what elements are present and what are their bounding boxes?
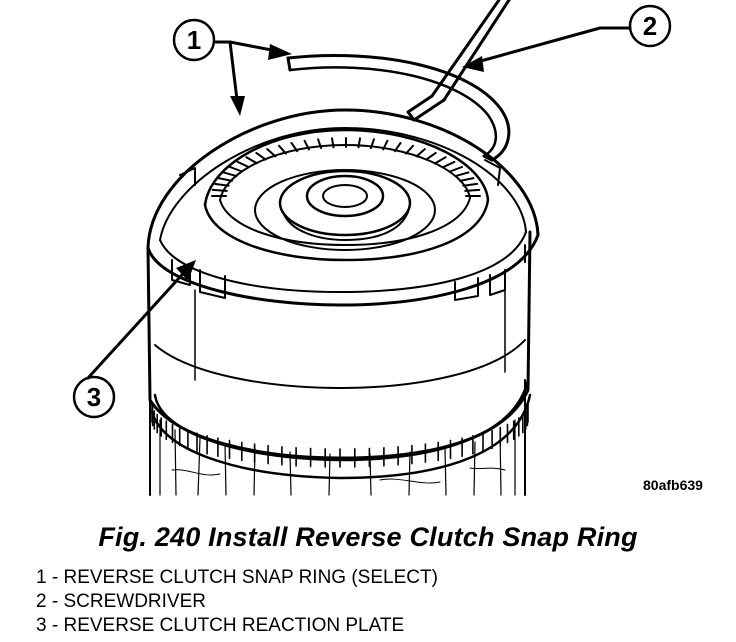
callout-2: 2	[628, 4, 672, 48]
clutch-drum	[146, 230, 532, 460]
svg-text:2: 2	[643, 11, 657, 41]
callout-3: 3	[72, 375, 116, 419]
center-hub	[254, 169, 436, 251]
svg-text:3: 3	[87, 382, 101, 412]
callout-1: 1	[172, 18, 216, 62]
figure-caption: Fig. 240 Install Reverse Clutch Snap Rin…	[98, 522, 638, 552]
spline-ring	[150, 378, 532, 480]
image-code: 80afb639	[643, 477, 703, 493]
legend-item-2: 2 - SCREWDRIVER	[36, 591, 206, 612]
svg-text:1: 1	[187, 25, 201, 55]
snap-ring	[286, 53, 511, 162]
legend-item-3: 3 - REVERSE CLUTCH REACTION PLATE	[36, 615, 405, 636]
legend-list: 1 - REVERSE CLUTCH SNAP RING (SELECT) 2 …	[36, 566, 438, 638]
legend-item-1: 1 - REVERSE CLUTCH SNAP RING (SELECT)	[36, 567, 438, 588]
transmission-housing	[149, 379, 526, 496]
clutch-illustration: 1 2 3 80afb639	[72, 0, 703, 496]
leader-lines	[86, 26, 632, 380]
screwdriver	[406, 0, 511, 122]
leader-arrowheads	[176, 44, 484, 281]
clutch-pack	[203, 128, 490, 262]
